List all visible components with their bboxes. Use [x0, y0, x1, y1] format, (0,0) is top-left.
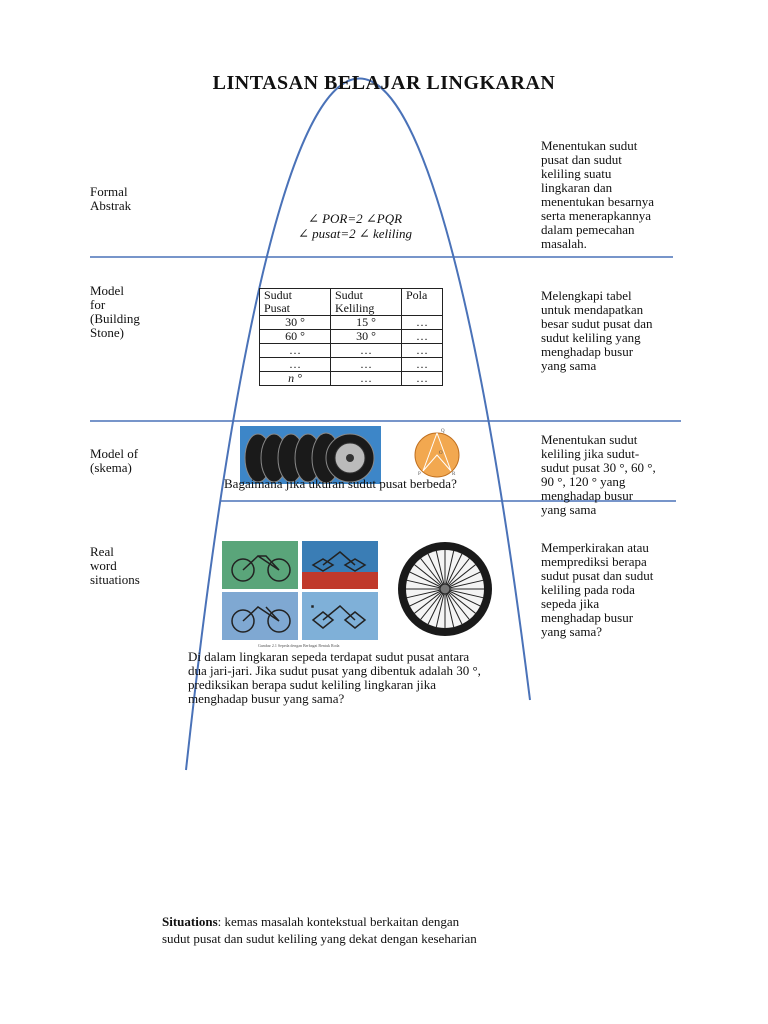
- table-cell: …: [401, 371, 443, 386]
- bicycle-wheel-image: [398, 542, 492, 636]
- table-cell: …: [401, 329, 443, 344]
- level-label-model-of: Model of (skema): [90, 446, 139, 475]
- table-row: ………: [259, 343, 443, 358]
- formula-inscribed-angle: ∠ pusat=2 ∠ keliling: [298, 226, 412, 241]
- learning-trajectory-curve: [185, 77, 531, 771]
- table-header-row: Sudut Pusat Sudut Keliling Pola: [259, 288, 443, 316]
- table-cell: 30 °: [330, 329, 402, 344]
- wheel-spoke: [420, 588, 446, 620]
- wheel-spoke: [444, 553, 463, 590]
- table-cell: …: [401, 343, 443, 358]
- table-header-inscribed: Sudut Keliling: [330, 288, 402, 316]
- wheel-spoke: [420, 558, 446, 590]
- table-row: 30 °15 °…: [259, 315, 443, 330]
- table-cell: 60 °: [259, 329, 331, 344]
- wheel-spoke: [444, 588, 463, 625]
- svg-text:R: R: [452, 472, 456, 477]
- formula-central-angle: ∠ POR=2 ∠PQR: [307, 211, 403, 226]
- wheel-spoke: [444, 558, 470, 590]
- table-cell: …: [330, 343, 402, 358]
- wheel-spoke: [444, 571, 481, 590]
- wheel-spoke: [444, 588, 455, 628]
- svg-text:Q: Q: [441, 429, 445, 434]
- wheel-spoke: [444, 579, 484, 590]
- description-model-for: Melengkapi tabel untuk mendapatkan besar…: [541, 288, 653, 373]
- table-cell: …: [401, 357, 443, 372]
- situations-note: Situations: kemas masalah kontekstual be…: [162, 913, 582, 947]
- table-row: n °……: [259, 371, 443, 386]
- table-row: 60 °30 °…: [259, 329, 443, 344]
- wheel-spoke: [444, 588, 484, 599]
- bike-caption: Gambar 2.1 Sepeda dengan Berbagai Bentuk…: [258, 643, 340, 648]
- wheel-spoke: [414, 588, 446, 614]
- table-cell: …: [259, 357, 331, 372]
- wheel-spoke: [427, 553, 446, 590]
- level-label-real-world: Real word situations: [90, 544, 140, 587]
- table-cell: …: [330, 371, 402, 386]
- table-cell: …: [259, 343, 331, 358]
- wheel-spoke: [406, 579, 446, 590]
- wheel-spoke: [406, 588, 446, 599]
- wheel-spoke: [444, 588, 470, 620]
- table-cell: …: [401, 315, 443, 330]
- wheel-spoke: [427, 588, 446, 625]
- wheel-spoke: [414, 564, 446, 590]
- level-label-formal: Formal Abstrak: [90, 184, 132, 213]
- wheel-spoke: [435, 550, 446, 590]
- wheel-spoke: [444, 564, 476, 590]
- table-header-pattern: Pola: [401, 288, 443, 316]
- bicycles-image: Gambar 2.1 Sepeda dengan Berbagai Bentuk…: [222, 541, 378, 648]
- wheel-spoke: [435, 588, 446, 628]
- pattern-table: Sudut Pusat Sudut Keliling Pola 30 °15 °…: [259, 288, 443, 386]
- table-cell: 30 °: [259, 315, 331, 330]
- wheel-spoke: [409, 588, 446, 607]
- situations-note-label: Situations: [162, 914, 218, 929]
- wheel-spoke: [409, 571, 446, 590]
- page-title: LINTASAN BELAJAR LINGKARAN: [212, 72, 556, 94]
- description-real-world: Memperkirakan atau memprediksi berapa su…: [541, 540, 654, 639]
- wheel-spoke: [444, 588, 476, 614]
- central-angle-figure: Q O P R: [414, 429, 460, 478]
- table-cell: …: [330, 357, 402, 372]
- real-world-question: Di dalam lingkaran sepeda terdapat sudut…: [188, 649, 481, 706]
- situations-note-text: : kemas masalah kontekstual berkaitan de…: [162, 914, 477, 946]
- level-label-model-for: Model for (Building Stone): [90, 283, 140, 340]
- description-formal: Menentukan sudut pusat dan sudut kelilin…: [541, 138, 654, 251]
- wheel-spoke: [444, 550, 455, 590]
- table-row: ………: [259, 357, 443, 372]
- tires-image: [240, 426, 381, 484]
- svg-text:P: P: [418, 472, 421, 477]
- table-header-central: Sudut Pusat: [259, 288, 331, 316]
- table-cell: n °: [259, 371, 331, 386]
- wheel-spoke: [444, 588, 481, 607]
- svg-text:O: O: [439, 451, 443, 456]
- description-model-of: Menentukan sudut keliling jika sudut- su…: [541, 432, 656, 517]
- table-cell: 15 °: [330, 315, 402, 330]
- schema-question: Bagaimana jika ukuran sudut pusat berbed…: [224, 476, 457, 491]
